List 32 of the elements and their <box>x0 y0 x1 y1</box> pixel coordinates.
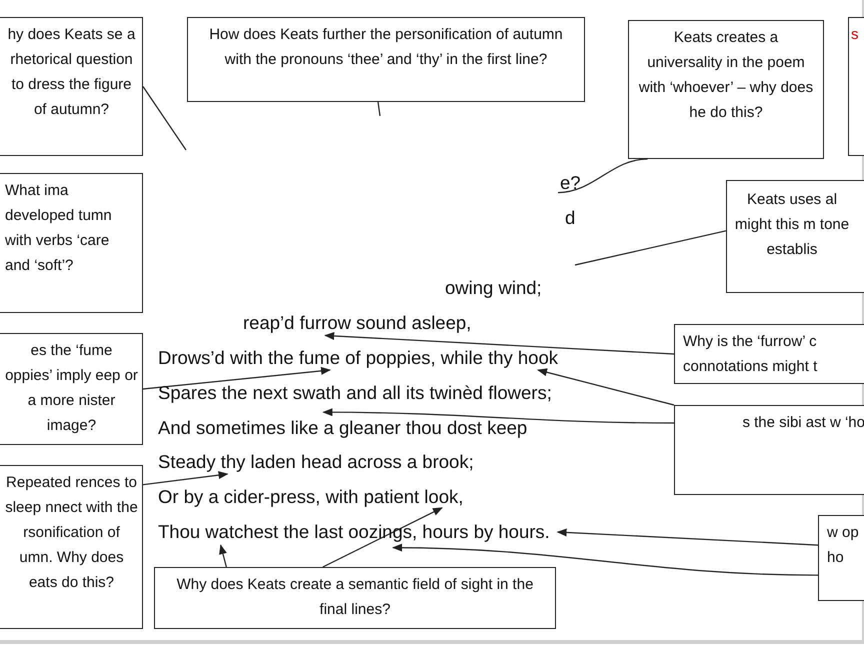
question-box: What ima developed tumn with verbs ‘care and ‘soft’? <box>0 173 143 313</box>
poem-line: d <box>565 206 576 230</box>
arrow <box>324 332 674 355</box>
leader-line <box>142 86 186 150</box>
poem-line: Drows’d with the fume of poppies, while thy hook <box>158 346 558 370</box>
poem-line: Steady thy laden head across a brook; <box>158 450 474 474</box>
arrow <box>556 528 818 546</box>
poem-line: Spares the next swath and all its twinèd flowers; <box>158 381 552 405</box>
question-box: Keats creates a universality in the poem with ‘whoever’ – why does he do this? <box>628 20 824 159</box>
question-box: s <box>848 17 864 156</box>
leader-line <box>377 102 381 116</box>
poem-line: And sometimes like a gleaner thou dost keep <box>158 416 528 440</box>
question-box: How does Keats further the personification of autumn with the pronouns ‘thee’ and ‘thy’ in the first line? <box>187 17 585 102</box>
poem-line: reap’d furrow sound asleep, <box>243 311 472 335</box>
question-box: Repeated rences to sleep nnect with the rsonification of umn. Why does eats do this? <box>0 465 143 629</box>
question-box: w op ho <box>818 515 864 601</box>
question-box: hy does Keats se a rhetorical question to dress the figure of autumn? <box>0 17 143 156</box>
question-box: s the sibi ast w ‘ho <box>674 405 864 495</box>
poem-line: e? <box>560 171 581 195</box>
leader-line <box>574 230 726 266</box>
arrow <box>219 544 227 568</box>
question-box: Keats uses al might this m tone establis <box>726 180 864 293</box>
arrow <box>142 471 228 486</box>
arrow <box>392 544 818 576</box>
arrow <box>142 366 331 390</box>
question-box: Why does Keats create a semantic field of sight in the final lines? <box>154 567 556 629</box>
question-box: Why is the ‘furrow’ c connotations might t <box>674 324 864 384</box>
question-box: es the ‘fume oppies’ imply eep or a more nister image? <box>0 333 143 445</box>
poem-line: owing wind; <box>445 276 542 300</box>
arrow <box>537 368 674 406</box>
poem-line: Or by a cider-press, with patient look, <box>158 485 464 509</box>
arrow <box>322 408 674 424</box>
